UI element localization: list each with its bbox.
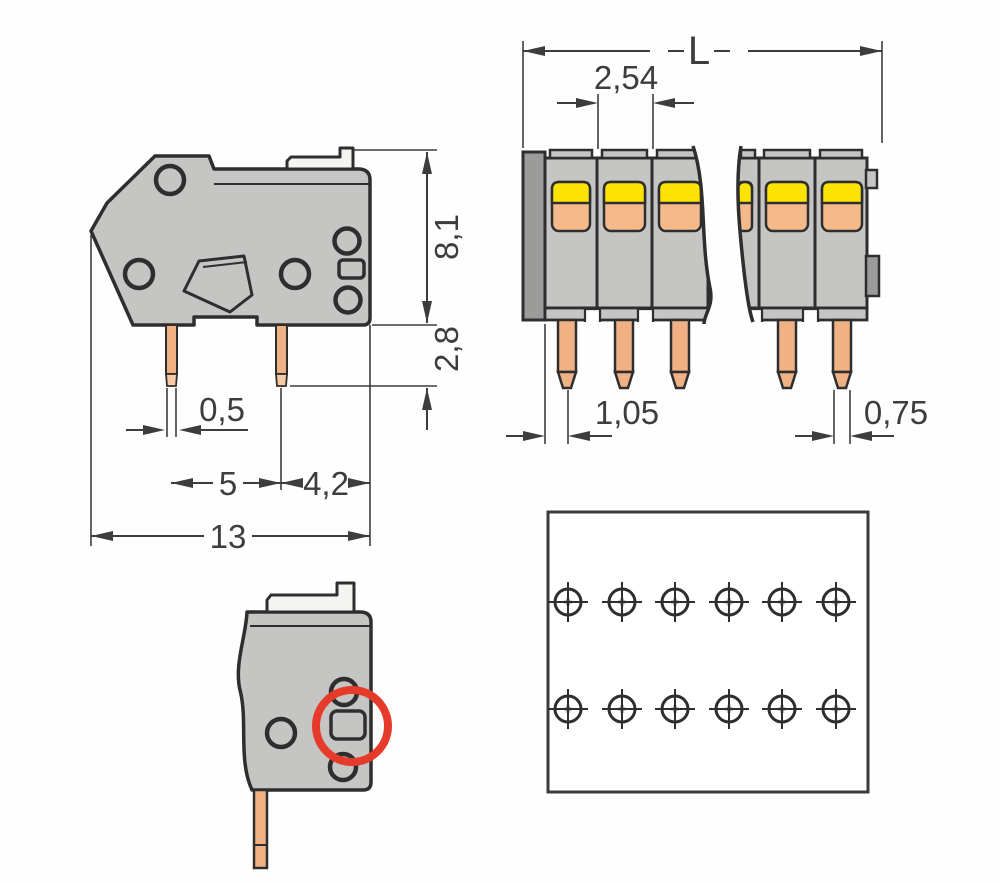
dim-end-pin-offset-label: 1,05 bbox=[595, 394, 659, 431]
dimension-pin-spacing: 5 bbox=[171, 465, 281, 502]
push-button bbox=[602, 180, 647, 205]
hole-right-bottom bbox=[333, 285, 363, 315]
side-view: 8,1 2,8 0,5 5 4,2 bbox=[89, 146, 465, 555]
clamp-unit bbox=[550, 180, 592, 233]
front-view: L 2,54 bbox=[506, 29, 928, 444]
housing-body bbox=[89, 154, 372, 327]
pin bbox=[556, 318, 578, 390]
pin bbox=[831, 318, 853, 390]
end-plate bbox=[521, 150, 547, 322]
clamp-units-right bbox=[736, 180, 864, 233]
dim-total-length-label: L bbox=[688, 29, 710, 73]
hole-top-left bbox=[153, 163, 187, 197]
detail-interlock-tab bbox=[265, 581, 356, 614]
hole-left bbox=[122, 257, 156, 291]
push-button bbox=[657, 180, 703, 205]
dim-pin-spacing-label: 5 bbox=[219, 465, 237, 502]
clamp-unit bbox=[820, 180, 864, 233]
break-edge-right bbox=[736, 145, 755, 323]
bottom-band-left bbox=[543, 306, 712, 322]
unit-caps-right bbox=[739, 148, 864, 160]
dim-total-depth-label: 13 bbox=[210, 518, 247, 555]
ext-lines-pitch bbox=[597, 94, 654, 149]
lever-wedge bbox=[182, 254, 254, 314]
pcb-outline bbox=[546, 510, 870, 794]
dimension-pin-width: 0,5 bbox=[126, 391, 248, 435]
bottom-notch bbox=[636, 307, 655, 322]
dim-pitch-label: 2,54 bbox=[594, 59, 658, 96]
ext-lines-length bbox=[522, 41, 883, 148]
dimension-total-length: L bbox=[523, 29, 882, 73]
solder-pin-right bbox=[275, 324, 288, 387]
dimension-pin-to-edge: 4,2 bbox=[281, 465, 370, 502]
detail-solder-pin bbox=[252, 788, 269, 870]
push-button bbox=[820, 180, 864, 205]
interlock-tab bbox=[285, 146, 355, 171]
break-edge-left bbox=[691, 145, 713, 325]
unit-caps-left bbox=[548, 148, 702, 160]
dim-total-height-label: 8,1 bbox=[428, 214, 465, 260]
detail-hole-left bbox=[264, 716, 298, 750]
dimension-pin-length: 2,8 bbox=[422, 326, 465, 430]
unit-dividers-left bbox=[595, 158, 654, 308]
bottom-notch bbox=[583, 307, 602, 322]
dim-pin-length-label: 2,8 bbox=[428, 326, 465, 372]
side-tab-lower bbox=[864, 254, 881, 298]
detail-marking-window bbox=[329, 709, 367, 741]
clamp-unit bbox=[764, 180, 810, 233]
front-pins bbox=[556, 318, 853, 390]
dim-pin-width-label: 0,5 bbox=[199, 391, 245, 428]
housing-left-group bbox=[543, 156, 710, 310]
hole-center bbox=[278, 257, 312, 291]
dim-pin-to-edge-label: 4,2 bbox=[303, 465, 349, 502]
drill-plan bbox=[546, 510, 870, 794]
dimension-front-pin-width: 0,75 bbox=[795, 390, 928, 444]
dimension-total-height: 8,1 bbox=[422, 152, 465, 323]
lever-wedge-edge-line bbox=[202, 261, 248, 268]
pin bbox=[613, 318, 635, 390]
solder-pin-left bbox=[165, 324, 178, 387]
clamp-unit bbox=[602, 180, 647, 233]
break-gap bbox=[693, 140, 754, 334]
marking-window bbox=[337, 258, 366, 280]
clamp-unit bbox=[657, 180, 703, 233]
pin bbox=[669, 318, 691, 390]
push-button bbox=[736, 180, 754, 205]
bottom-notch bbox=[801, 307, 820, 322]
pin bbox=[776, 318, 798, 390]
detail-hole-bottom bbox=[327, 751, 359, 783]
ext-line-pin-width bbox=[166, 388, 177, 437]
dimension-total-depth: 13 bbox=[91, 518, 370, 555]
dimension-end-pin-offset: 1,05 bbox=[506, 324, 659, 444]
housing-right-group bbox=[735, 156, 869, 310]
push-button bbox=[550, 180, 592, 205]
hole-right-top bbox=[332, 226, 362, 256]
side-tab-upper bbox=[864, 168, 879, 190]
clamp-units-left bbox=[550, 180, 703, 233]
detail-view bbox=[236, 581, 392, 870]
dimension-pitch: 2,54 bbox=[557, 59, 694, 108]
highlight-red-circle bbox=[312, 686, 392, 766]
dim-front-pin-width-label: 0,75 bbox=[864, 394, 928, 431]
push-button bbox=[764, 180, 810, 205]
unit-dividers-right bbox=[757, 158, 817, 308]
